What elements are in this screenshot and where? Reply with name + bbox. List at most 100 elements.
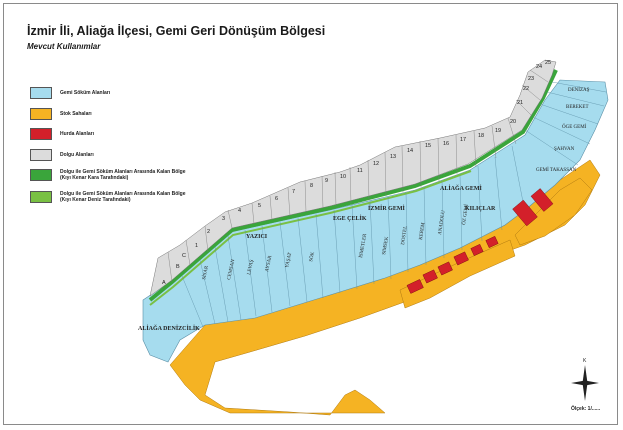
hurda-block [530,188,554,212]
fill-line [349,166,352,204]
parcel-line [244,229,257,317]
parcel-line [532,116,591,145]
parcel-number: 8 [310,183,313,189]
legend-label-sub: (Kıyı Kenar Kara Tarafındaki) [60,175,129,181]
fill-line [167,251,173,283]
company-label: GEMİ TAKASSAN [536,167,577,173]
hurda-block [485,235,499,249]
parcel-line [333,209,341,294]
parcel-number: 23 [528,76,534,82]
parcel-line [546,91,605,107]
parcel-number: 7 [292,189,295,195]
parcel-number: 15 [425,143,431,149]
fill-line [419,140,422,188]
sokum-area [142,79,609,363]
parcel-number: 18 [478,133,484,139]
parcel-line [551,81,607,93]
hurda-block [422,269,438,284]
hurda-block [512,199,538,227]
legend-swatch [30,128,52,140]
green-strip-deniz [149,170,472,306]
parcel-number: 5 [258,203,261,209]
parcel-number: 19 [495,128,501,134]
fill-line [401,145,404,193]
parcel-number: B [176,264,180,270]
parcel-line [387,196,392,280]
parcel-number: C [182,253,186,259]
hurda-block [453,251,469,266]
parcel-number: 22 [523,86,529,92]
fill-line [251,202,255,225]
company-label: CEMSAN [227,259,236,281]
parcel-line [351,204,358,290]
fill-line [204,225,209,253]
parcel-line [524,129,579,166]
parcel-line [181,275,204,328]
company-label: EGE ÇELİK [333,215,367,222]
parcel-number: 25 [545,60,551,66]
legend-swatch [30,149,52,161]
fill-parcel-lines [167,69,549,283]
company-label: SÖK [308,251,316,262]
green-strip-kara [148,69,558,302]
hurda-block [437,261,453,276]
fill-line [529,69,549,83]
company-label: YAŞAT [285,252,293,268]
parcel-line [494,156,503,231]
parcel-line [405,192,409,273]
parcel-number: 11 [357,168,363,174]
fill-line [384,151,387,197]
company-label: ÖZ GEMİ [461,204,470,226]
legend-label: Stok Sahaları [60,111,92,117]
fill-line [367,159,370,201]
fill-line [185,239,191,266]
fill-line [507,117,517,145]
fill-parcel-numbers: A B C 1 2 3 4 5 6 7 8 9 10 11 12 13 14 1… [162,60,551,286]
map-subtitle: Mevcut Kullanımlar [27,42,101,51]
parcel-number: 17 [460,137,466,143]
parcel-line [459,174,463,251]
company-label: ALİAĞA GEMİ [440,184,483,192]
parcel-number: 9 [325,178,328,184]
stok-area-south [399,239,516,309]
parcel-line [315,213,324,299]
north-arrow-icon: K [571,358,599,401]
company-label: DENİZAŞ [568,87,590,93]
legend-swatch [30,87,52,99]
parcel-line [369,200,375,285]
company-label: YAZICI [246,234,268,240]
scale-label: Ölçek: 1/...... [571,406,601,412]
north-arrow-horizontal [571,380,599,386]
fill-line [491,125,497,159]
legend-label-sub: (Kıyı Kenar Deniz Tarafındaki) [60,197,131,203]
legend-label: Dolgu Alanları [60,152,94,158]
fill-line [473,130,477,168]
company-label: DOSTEL [401,226,409,246]
company-label: İSMETLER [358,233,368,259]
parcel-number: 13 [390,154,396,160]
company-label: ANADOLU [438,210,446,236]
company-label: BEREKET [566,105,589,110]
fill-line [515,99,533,117]
parcel-number: 21 [517,100,523,106]
company-label: LEVAŞ [247,259,255,275]
company-label: KILIÇLAR [465,206,496,212]
parcel-line [423,186,427,266]
fill-line [521,84,541,101]
parcel-number: 2 [207,229,210,235]
legend-label: Dolgu ile Gemi Söküm Alanları Arasında K… [60,169,186,175]
parcel-lines [181,81,607,328]
parcel-number: 14 [407,148,413,154]
hurda-areas [406,188,554,294]
parcel-line [214,246,229,323]
parcel-number: 24 [536,64,542,70]
company-label: ÖGE GEMİ [562,124,587,130]
legend-swatch [30,191,52,203]
parcel-line [261,225,273,313]
company-label: KEREM [419,222,426,241]
hurda-block [470,243,484,257]
parcel-line [477,165,483,242]
fill-line [227,209,233,229]
parcel-line [279,221,291,307]
parcel-number: 20 [510,119,516,125]
